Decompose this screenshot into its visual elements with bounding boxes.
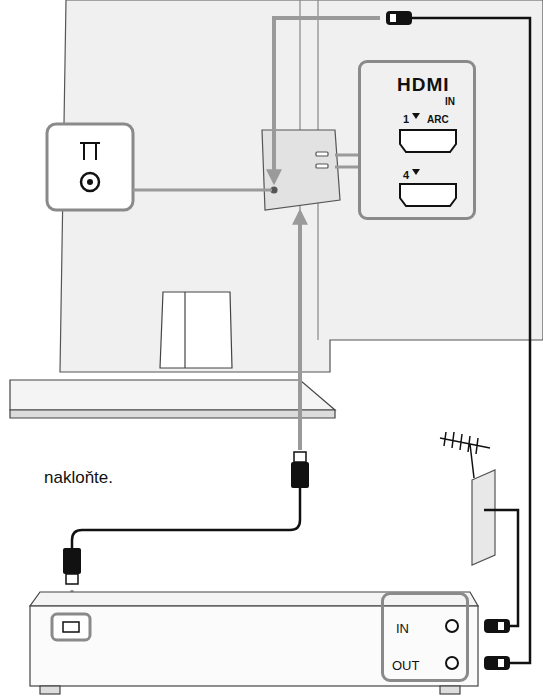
hdmi-port bbox=[400, 184, 456, 206]
port-label: HDMI bbox=[397, 75, 450, 94]
roof-antenna bbox=[440, 432, 490, 478]
antenna-input-callout bbox=[47, 124, 272, 210]
tv-stand bbox=[10, 292, 335, 418]
leader-line bbox=[335, 155, 358, 167]
hdmi-callout bbox=[335, 130, 456, 206]
hdmi-input-panel: HDMI IN 1 ARC 4 bbox=[358, 60, 476, 220]
hdmi-cable bbox=[63, 212, 309, 608]
note-text: nakloňte. bbox=[44, 469, 113, 486]
coax-jack bbox=[446, 657, 458, 669]
port-label: 4 bbox=[403, 170, 409, 181]
coax-cable bbox=[274, 11, 530, 670]
wall-socket bbox=[472, 470, 518, 633]
port-marker bbox=[412, 113, 420, 119]
port-label: IN bbox=[445, 97, 455, 107]
coax-jack bbox=[446, 620, 458, 632]
box-antenna-panel: IN OUT bbox=[381, 592, 469, 682]
port-label: 1 bbox=[403, 114, 409, 125]
hdmi-port bbox=[400, 130, 456, 152]
port-label: OUT bbox=[392, 659, 419, 672]
set-top-box bbox=[30, 592, 478, 694]
port-marker bbox=[412, 169, 420, 175]
port-label: ARC bbox=[427, 115, 449, 125]
port-label: IN bbox=[396, 622, 409, 635]
leader-line bbox=[133, 189, 272, 192]
antenna-symbol bbox=[80, 143, 100, 160]
